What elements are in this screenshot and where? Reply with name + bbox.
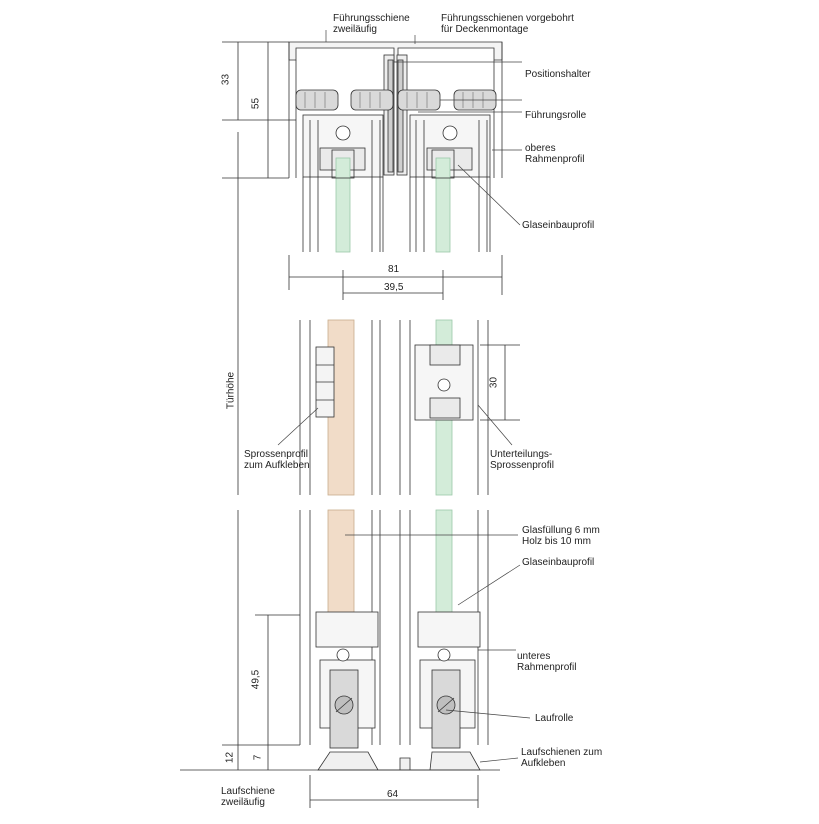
dim-12: 12: [224, 751, 236, 764]
upper-frame-profiles: [302, 114, 491, 252]
running-roller-left: [329, 669, 359, 749]
label-glaseinbauprofil-bottom: Glaseinbauprofil: [522, 557, 595, 568]
dim-55: 55: [250, 97, 262, 110]
bottom-section: [180, 509, 500, 771]
label-glaseinbauprofil-top: Glaseinbauprofil: [522, 220, 595, 231]
glass-pane-top-right: [435, 157, 451, 253]
middle-section: [299, 319, 520, 496]
glass-pane-middle-bottom: [435, 409, 453, 496]
label-positionshalter: Positionshalter: [525, 69, 591, 80]
label-unteres-rahmenprofil: unteres Rahmenprofil: [517, 651, 577, 673]
dim-33: 33: [220, 73, 232, 86]
label-glasfuellung: Glasfüllung 6 mm Holz bis 10 mm: [522, 525, 600, 547]
dim-81: 81: [388, 264, 400, 275]
label-oberes-rahmenprofil: oberes Rahmenprofil: [525, 143, 585, 165]
label-sprossenprofil: Sprossenprofil zum Aufkleben: [244, 449, 310, 471]
label-fuehrungsschienen-vorgebohrt: Führungsschienen vorgebohrt für Deckenmo…: [441, 13, 574, 35]
label-laufschienen-aufkleben: Laufschienen zum Aufkleben: [521, 747, 603, 769]
leader-lines: [277, 30, 531, 763]
label-laufschiene-zweilaeufig: Laufschiene zweiläufig: [221, 786, 275, 808]
top-rail-assembly: [288, 41, 503, 178]
dim-39-5: 39,5: [384, 282, 404, 293]
label-unterteilungs-sprossenprofil: Unterteilungs- Sprossenprofil: [490, 449, 554, 471]
running-rail: [317, 751, 481, 771]
dimension-lines-side: [222, 132, 479, 808]
dim-49-5: 49,5: [250, 669, 262, 690]
dimension-lines-top: [222, 41, 503, 300]
dim-64: 64: [387, 789, 399, 800]
label-fuehrungsrolle: Führungsrolle: [525, 110, 587, 121]
dim-7: 7: [252, 754, 264, 761]
label-laufrolle: Laufrolle: [535, 713, 574, 724]
dim-30: 30: [488, 376, 500, 389]
label-fuehrungsschiene: Führungsschiene zweiläufig: [333, 13, 410, 35]
label-tuerhoehe: Türhöhe: [225, 371, 237, 410]
glass-pane-top-left: [335, 157, 351, 253]
